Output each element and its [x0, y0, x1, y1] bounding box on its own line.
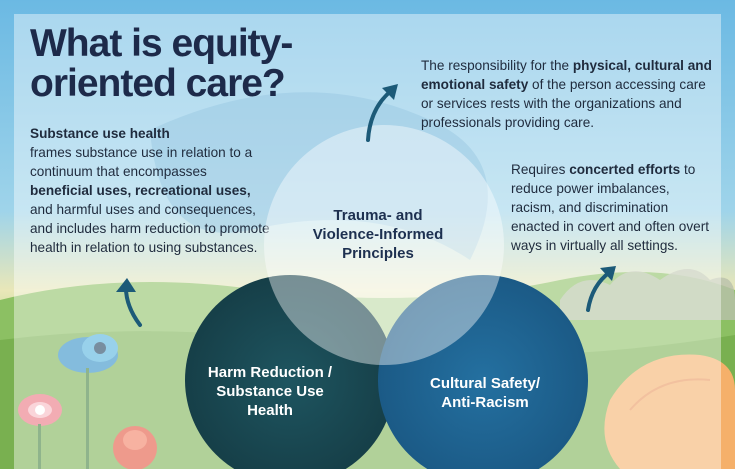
trauma-label-line-1: Trauma- and [333, 207, 423, 224]
substance-use-bold-1: beneficial uses, recreational uses, [30, 183, 251, 198]
trauma-label-line-2: Violence-Informed [312, 226, 444, 243]
harm-label-line-2: Substance Use [216, 383, 324, 400]
cultural-text-1: Requires [511, 162, 570, 177]
up-arrow-icon [366, 84, 398, 142]
blue-flower-icon [58, 334, 118, 469]
harm-reduction-circle [185, 275, 395, 469]
red-flower-icon [113, 426, 157, 469]
trauma-label-line-3: Principles [342, 245, 414, 262]
poppy-flower-icon [18, 394, 62, 469]
trauma-bold-1: physical, cultural and emotional safety [421, 58, 712, 92]
trauma-informed-circle [264, 125, 504, 365]
substance-use-text-2: and harmful uses and consequences, and i… [30, 202, 270, 255]
trauma-text-2: of the person accessing care or services… [421, 77, 706, 130]
page-title: What is equity- oriented care? [30, 22, 293, 105]
substance-use-text-1: frames substance use in relation to a co… [30, 145, 253, 179]
up-arrow-icon [116, 278, 142, 327]
cultural-safety-description: Requires concerted efforts to reduce pow… [511, 160, 711, 255]
trauma-informed-label: Trauma- and Violence-Informed Principles [290, 206, 466, 263]
cultural-safety-circle [378, 275, 588, 469]
cultural-label-line-2: Anti-Racism [441, 394, 529, 411]
distant-hills [560, 269, 735, 320]
sky-swirl [150, 92, 488, 260]
cultural-label-line-1: Cultural Safety/ [429, 375, 541, 392]
title-line-1: What is equity- [30, 22, 293, 65]
title-line-2: oriented care? [30, 62, 286, 105]
cultural-text-2: to reduce power imbalances, racism, and … [511, 162, 709, 253]
trauma-informed-description: The responsibility for the physical, cul… [421, 56, 721, 132]
cultural-bold-1: concerted efforts [569, 162, 681, 177]
substance-use-health-description: Substance use health frames substance use… [30, 124, 270, 257]
up-arrow-icon [586, 266, 616, 312]
substance-use-health-heading: Substance use health [30, 126, 170, 141]
orange-petal-icon [604, 354, 735, 469]
harm-label-line-3: Health [247, 402, 293, 419]
trauma-text-1: The responsibility for the [421, 58, 573, 73]
harm-label-line-1: Harm Reduction / [207, 364, 333, 381]
cultural-safety-label: Cultural Safety/ Anti-Racism [410, 374, 560, 412]
harm-reduction-label: Harm Reduction / Substance Use Health [190, 363, 350, 420]
